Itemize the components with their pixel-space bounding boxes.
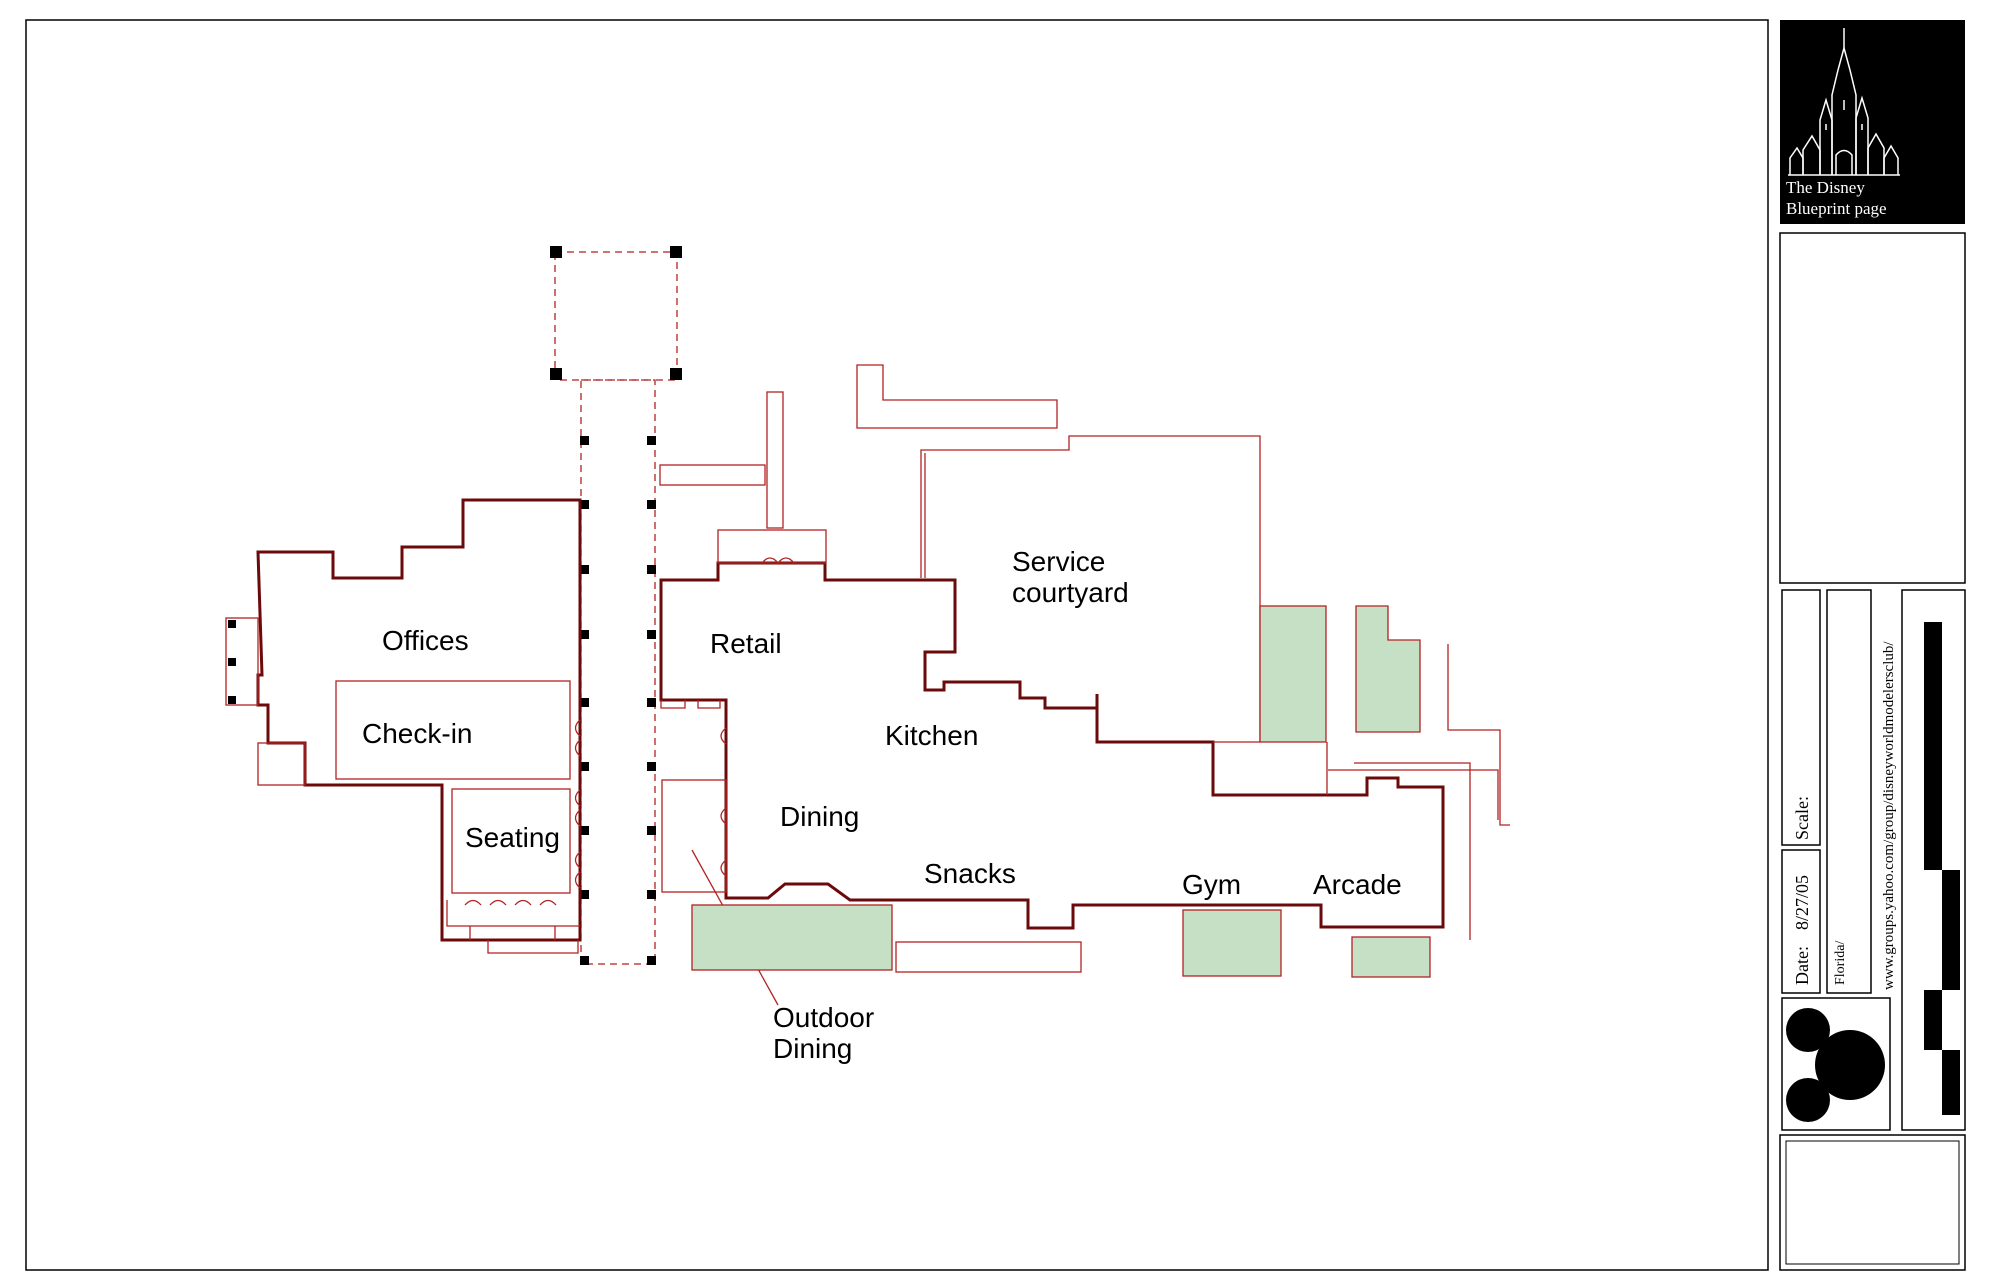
retail-entry-canopy <box>717 529 827 564</box>
north-service-wing-a <box>659 464 766 486</box>
landscape-outdoor-dining <box>691 904 893 971</box>
date-value: 8/27/05 <box>1792 875 1812 930</box>
location-box <box>1826 589 1872 994</box>
west-small-room <box>257 742 306 786</box>
main-building-wall <box>659 561 1445 930</box>
castle-logo <box>1788 28 1900 176</box>
logo-text-line1: The Disney <box>1786 178 1865 197</box>
pavilion-post <box>670 246 682 258</box>
west-entry-porch <box>446 900 580 954</box>
label-kitchen: Kitchen <box>885 720 978 751</box>
landscape-east-lawn <box>1355 605 1421 733</box>
label-dining: Dining <box>780 801 859 832</box>
label-outdoor-dining-1: Outdoor <box>773 1002 874 1033</box>
pavilion-post <box>550 368 562 380</box>
label-outdoor-dining-2: Dining <box>773 1033 852 1064</box>
label-check-in: Check-in <box>362 718 472 749</box>
entrance-pavilion <box>554 251 678 381</box>
covered-walkway <box>580 379 656 965</box>
retail-entry-doors <box>761 557 795 564</box>
east-service-lines <box>1213 644 1510 940</box>
bottom-title-inner <box>1785 1140 1960 1265</box>
label-arcade: Arcade <box>1313 869 1402 900</box>
label-service-courtyard-2: courtyard <box>1012 577 1129 608</box>
landscape-gym <box>1182 909 1282 977</box>
mickey-icon <box>1786 1008 1885 1122</box>
logo-text-line2: Blueprint page <box>1786 199 1887 218</box>
group-url: www.groups.yahoo.com/group/disneyworldmo… <box>1881 641 1897 990</box>
scale-label: Scale: <box>1792 796 1812 840</box>
date-box <box>1781 849 1821 994</box>
title-block: The Disney Blueprint page Scale: Date: 8… <box>1779 20 1966 1271</box>
scale-bar-box <box>1901 589 1966 1131</box>
offices-side-annex <box>225 617 259 706</box>
notes-box <box>1779 232 1966 584</box>
annex-post <box>228 620 236 628</box>
west-building-wall <box>256 498 582 942</box>
logo-box <box>1780 20 1965 224</box>
label-snacks: Snacks <box>924 858 1016 889</box>
drawing-border <box>25 19 1769 1271</box>
annex-post <box>228 658 236 666</box>
date-label: Date: <box>1792 946 1812 985</box>
landscape-arcade <box>1351 936 1431 978</box>
floor-plan: Offices Check-in Seating Retail Kitchen … <box>225 246 1510 1064</box>
pavilion-post <box>670 368 682 380</box>
label-gym: Gym <box>1182 869 1241 900</box>
mickey-box <box>1781 997 1891 1131</box>
check-in-counter <box>335 680 571 780</box>
retail-side-step <box>660 700 721 709</box>
service-courtyard-wall <box>920 435 1261 742</box>
landscape-courtyard-east <box>1259 605 1327 743</box>
north-service-wing-c <box>856 364 1058 429</box>
location-text: Florida/ <box>1833 941 1848 985</box>
label-seating: Seating <box>465 822 560 853</box>
north-service-wing-b <box>766 391 784 529</box>
walkway-posts <box>580 436 656 965</box>
label-offices: Offices <box>382 625 469 656</box>
scale-bar <box>1924 622 1960 1115</box>
pavilion-post <box>550 246 562 258</box>
snacks-planter <box>895 941 1082 973</box>
seating-area <box>451 788 571 894</box>
west-doors <box>464 719 581 906</box>
dining-west-room <box>661 779 727 893</box>
annex-post <box>228 696 236 704</box>
scale-box <box>1781 589 1821 846</box>
label-service-courtyard-1: Service <box>1012 546 1105 577</box>
dining-doors <box>720 727 727 877</box>
bottom-title-box <box>1779 1134 1966 1271</box>
label-retail: Retail <box>710 628 782 659</box>
